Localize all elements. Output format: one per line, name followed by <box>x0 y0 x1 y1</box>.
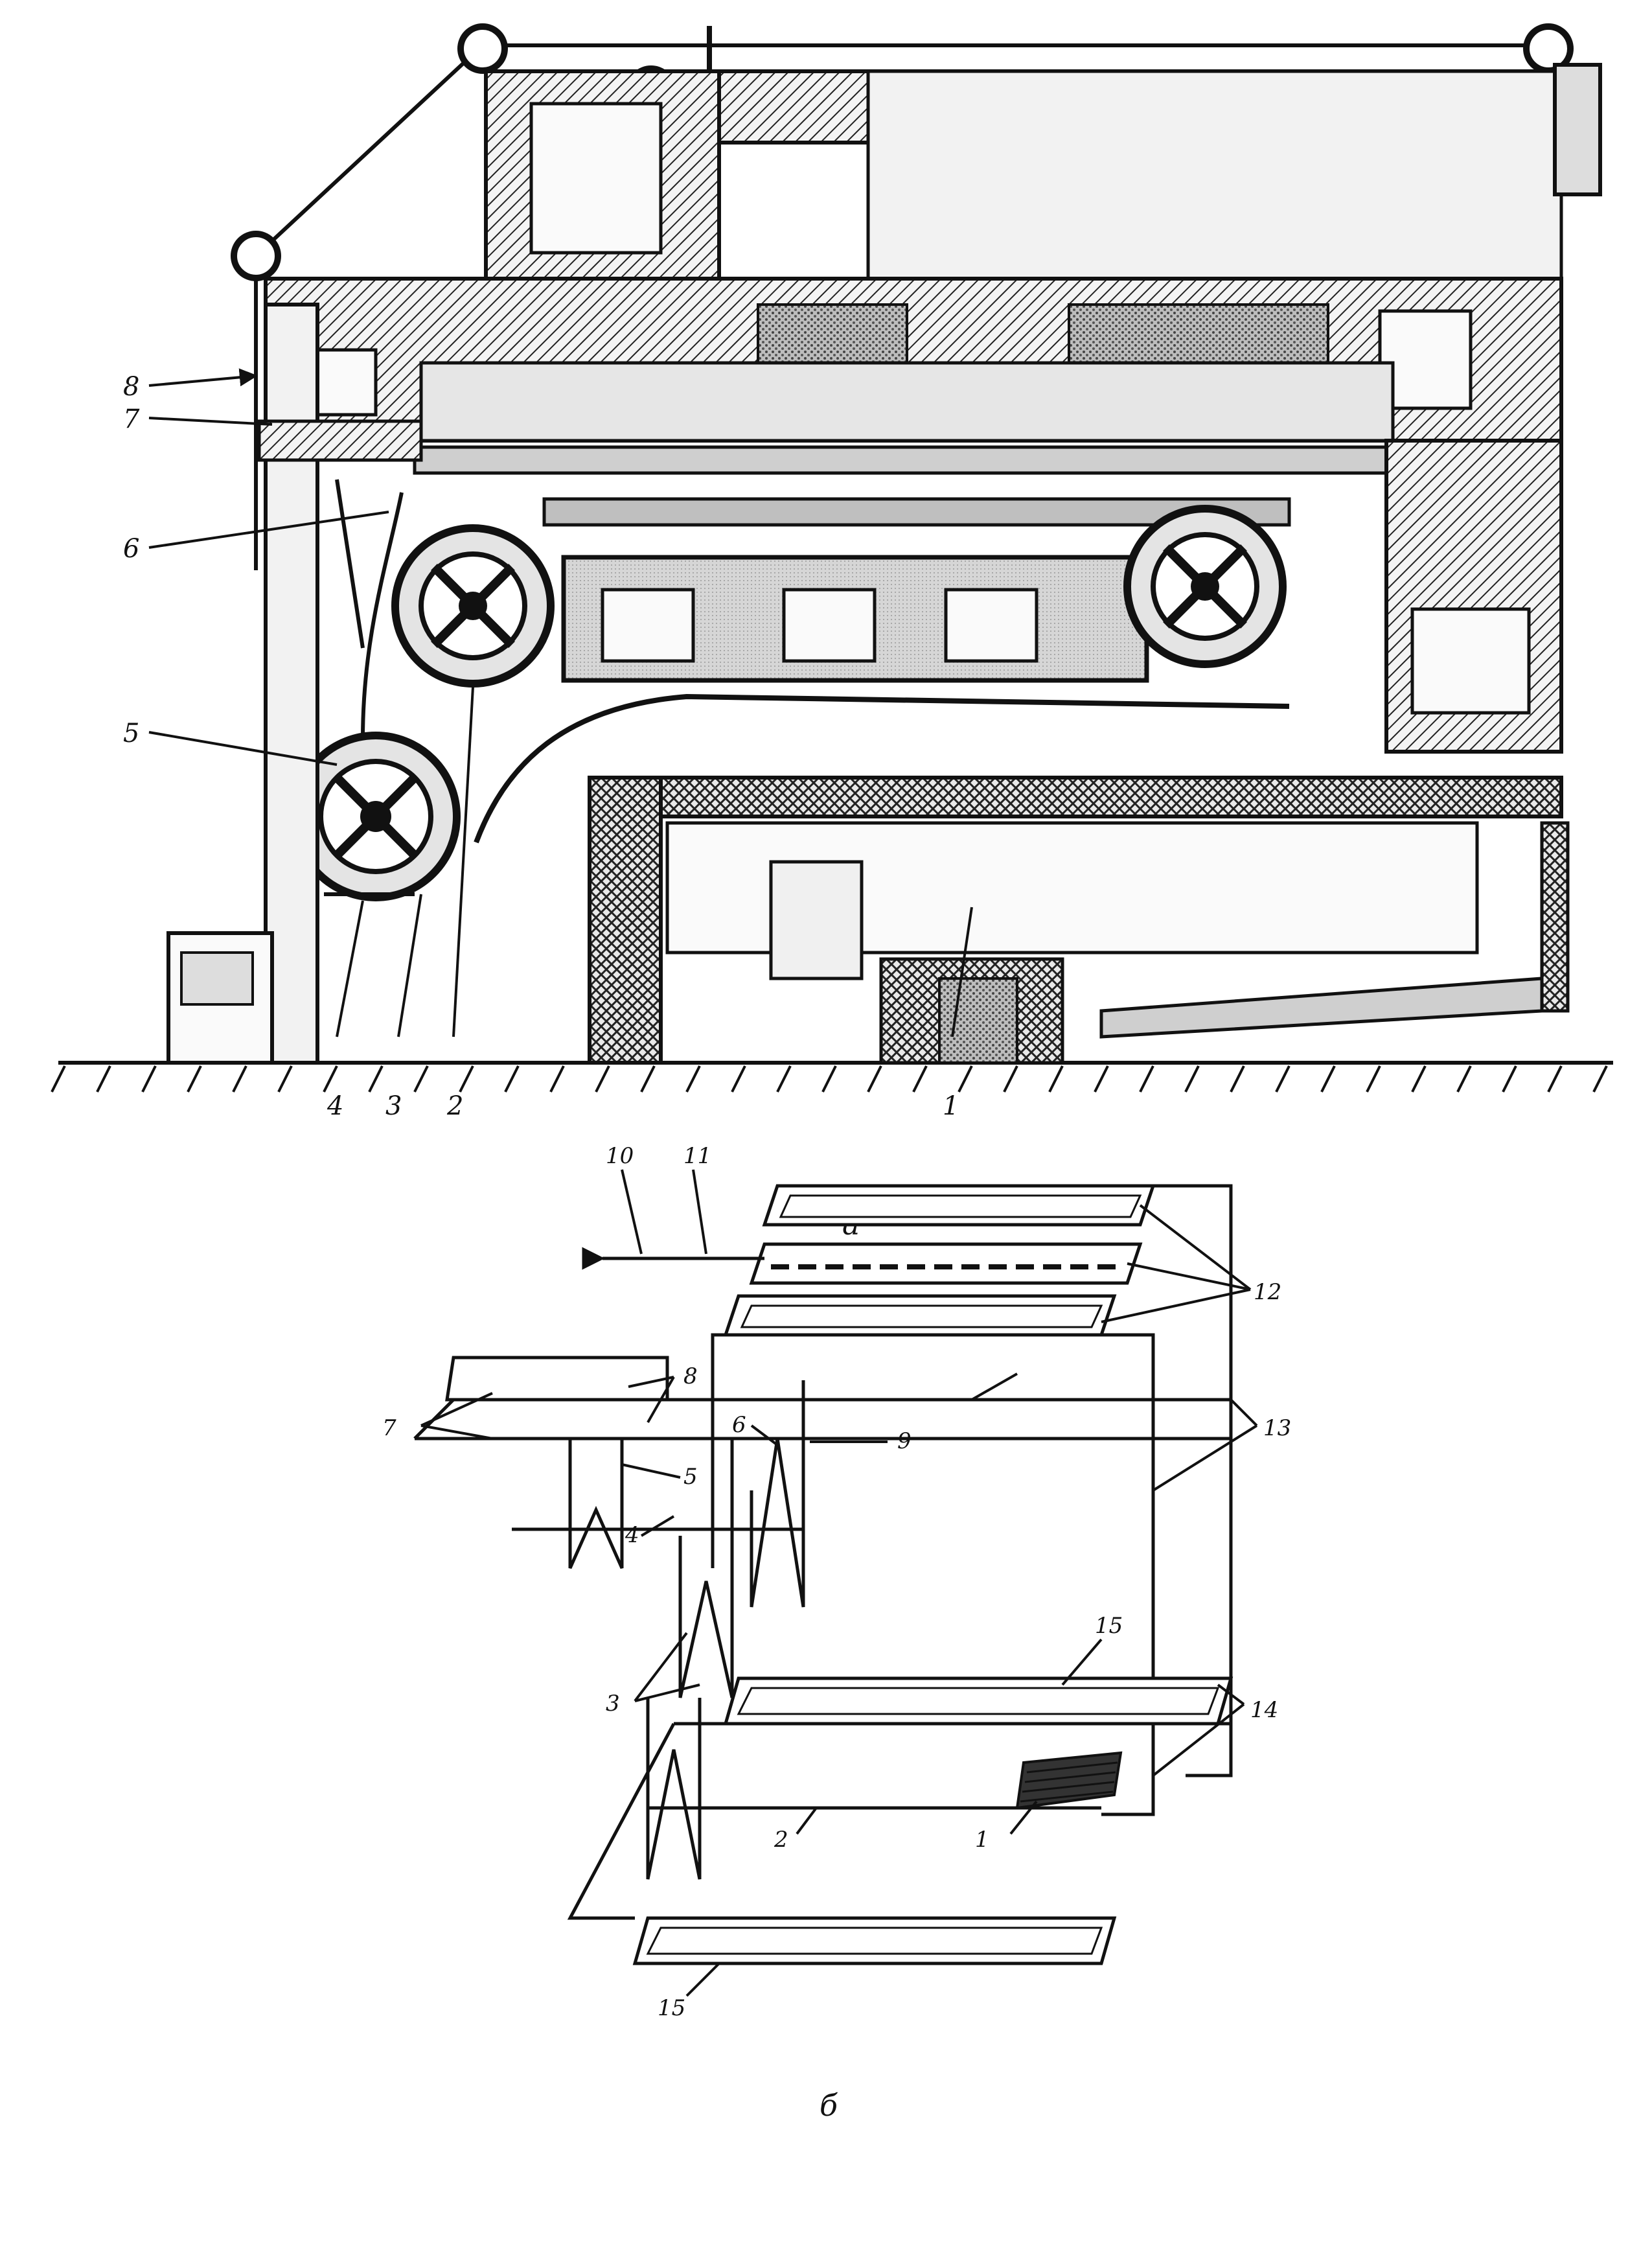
label-b-11: 11 <box>683 1143 711 1169</box>
label-a-1: 1 <box>943 1091 959 1121</box>
overhead-track <box>413 445 1388 527</box>
label-b-8: 8 <box>683 1363 698 1389</box>
label-b-5: 5 <box>683 1464 698 1490</box>
pulley-1 <box>457 23 508 74</box>
grate-1 <box>1015 1751 1123 1810</box>
figure-a-drawing: 1 2 3 4 5 6 7 8 а <box>51 23 1613 1242</box>
label-b-14: 14 <box>1250 1697 1278 1723</box>
drum-right <box>1123 505 1287 668</box>
roof-masonry <box>264 63 1602 443</box>
heating-chamber <box>561 555 1149 683</box>
leader-lines-a <box>148 368 973 1037</box>
strip-path <box>361 492 1290 844</box>
ground-line <box>51 1061 1613 1093</box>
label-b-7: 7 <box>382 1415 396 1441</box>
label-a-7: 7 <box>123 404 140 434</box>
hearth <box>588 776 1570 1065</box>
label-a-5: 5 <box>123 719 139 748</box>
leader-lines-b <box>420 1204 1258 1997</box>
label-a-3: 3 <box>385 1091 402 1121</box>
exchangers-12 <box>723 1184 1156 1337</box>
label-b-10: 10 <box>606 1143 634 1169</box>
label-b-15-top: 15 <box>1095 1613 1123 1639</box>
right-wall <box>1384 439 1563 754</box>
drum-left-upper <box>391 524 555 688</box>
label-a-2: 2 <box>446 1091 463 1121</box>
figure-b-drawing: 1 2 3 4 5 6 7 8 9 10 11 12 13 14 15 15 б <box>382 1143 1291 2123</box>
label-b-1: 1 <box>975 1827 989 1853</box>
drum-left-lower <box>291 732 461 901</box>
label-a-6: 6 <box>123 534 139 564</box>
label-b-12: 12 <box>1254 1279 1281 1305</box>
label-b-9: 9 <box>897 1428 912 1454</box>
left-frame <box>166 303 423 1065</box>
label-a-8: 8 <box>123 372 139 402</box>
pulley-4 <box>231 231 281 281</box>
caption-b: б <box>820 2088 838 2123</box>
label-b-6: 6 <box>732 1412 746 1438</box>
label-b-2: 2 <box>774 1827 788 1853</box>
inlet-line <box>582 1169 764 1270</box>
label-b-4: 4 <box>625 1522 639 1548</box>
label-b-13: 13 <box>1263 1415 1291 1441</box>
radiators-15 <box>632 1676 1233 1965</box>
label-b-15-bottom: 15 <box>658 1995 685 2021</box>
label-b-3: 3 <box>606 1691 620 1717</box>
label-a-4: 4 <box>327 1091 343 1121</box>
